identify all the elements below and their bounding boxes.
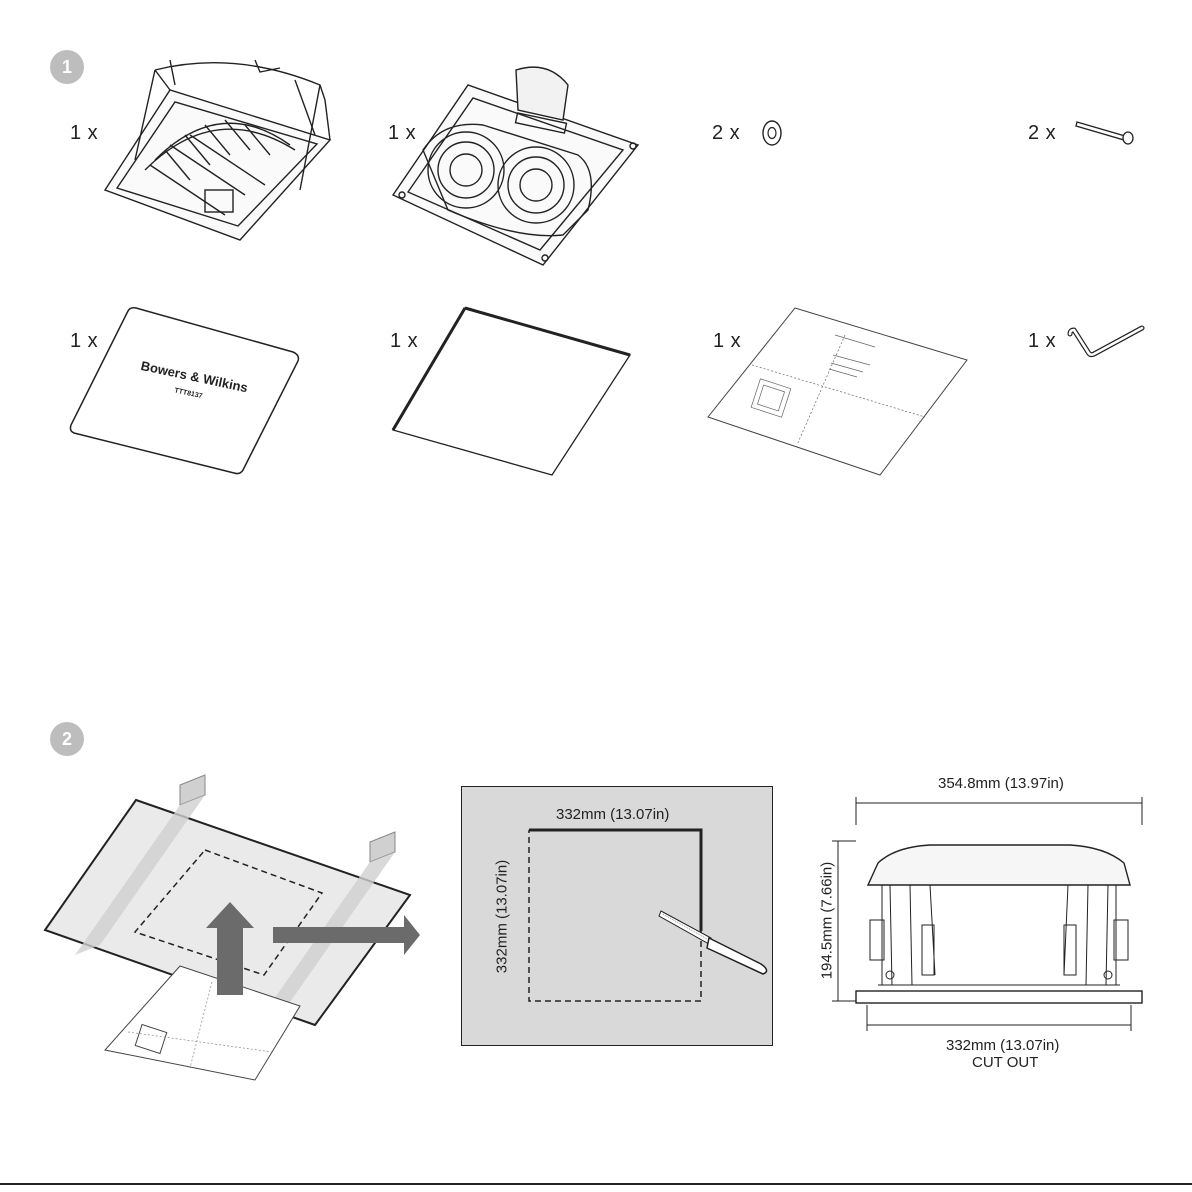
- speaker-baffle-icon: [388, 60, 648, 270]
- cutout-size-label: 332mm (13.07in): [946, 1037, 1059, 1054]
- grille-cover-icon: Bowers & Wilkins TTT8137: [68, 305, 313, 480]
- paint-mask-icon: [390, 305, 635, 480]
- overall-depth-label: 194.5mm (7.66in): [819, 846, 836, 996]
- qty-hex-key: 1 x: [1028, 330, 1056, 353]
- qty-screw: 2 x: [1028, 122, 1056, 145]
- saw-icon: [659, 911, 767, 974]
- hex-key-icon: [1068, 322, 1146, 360]
- screw-icon: [1075, 118, 1137, 146]
- qty-washer: 2 x: [712, 122, 740, 145]
- step-2-badge: 2: [50, 722, 84, 756]
- overall-width-label: 354.8mm (13.97in): [938, 775, 1064, 792]
- side-elevation-drawing: [830, 795, 1160, 1045]
- back-box-icon: [95, 40, 340, 250]
- cutting-template-icon: [705, 305, 970, 480]
- cut-width-label: 332mm (13.07in): [556, 806, 669, 823]
- bottom-rule: [0, 1183, 1192, 1185]
- cutout-text-label: CUT OUT: [972, 1054, 1038, 1071]
- cut-height-label: 332mm (13.07in): [494, 847, 511, 987]
- qty-back-box: 1 x: [70, 122, 98, 145]
- washer-icon: [760, 118, 786, 148]
- step-1-badge: 1: [50, 50, 84, 84]
- ceiling-template-illustration: [40, 770, 430, 1090]
